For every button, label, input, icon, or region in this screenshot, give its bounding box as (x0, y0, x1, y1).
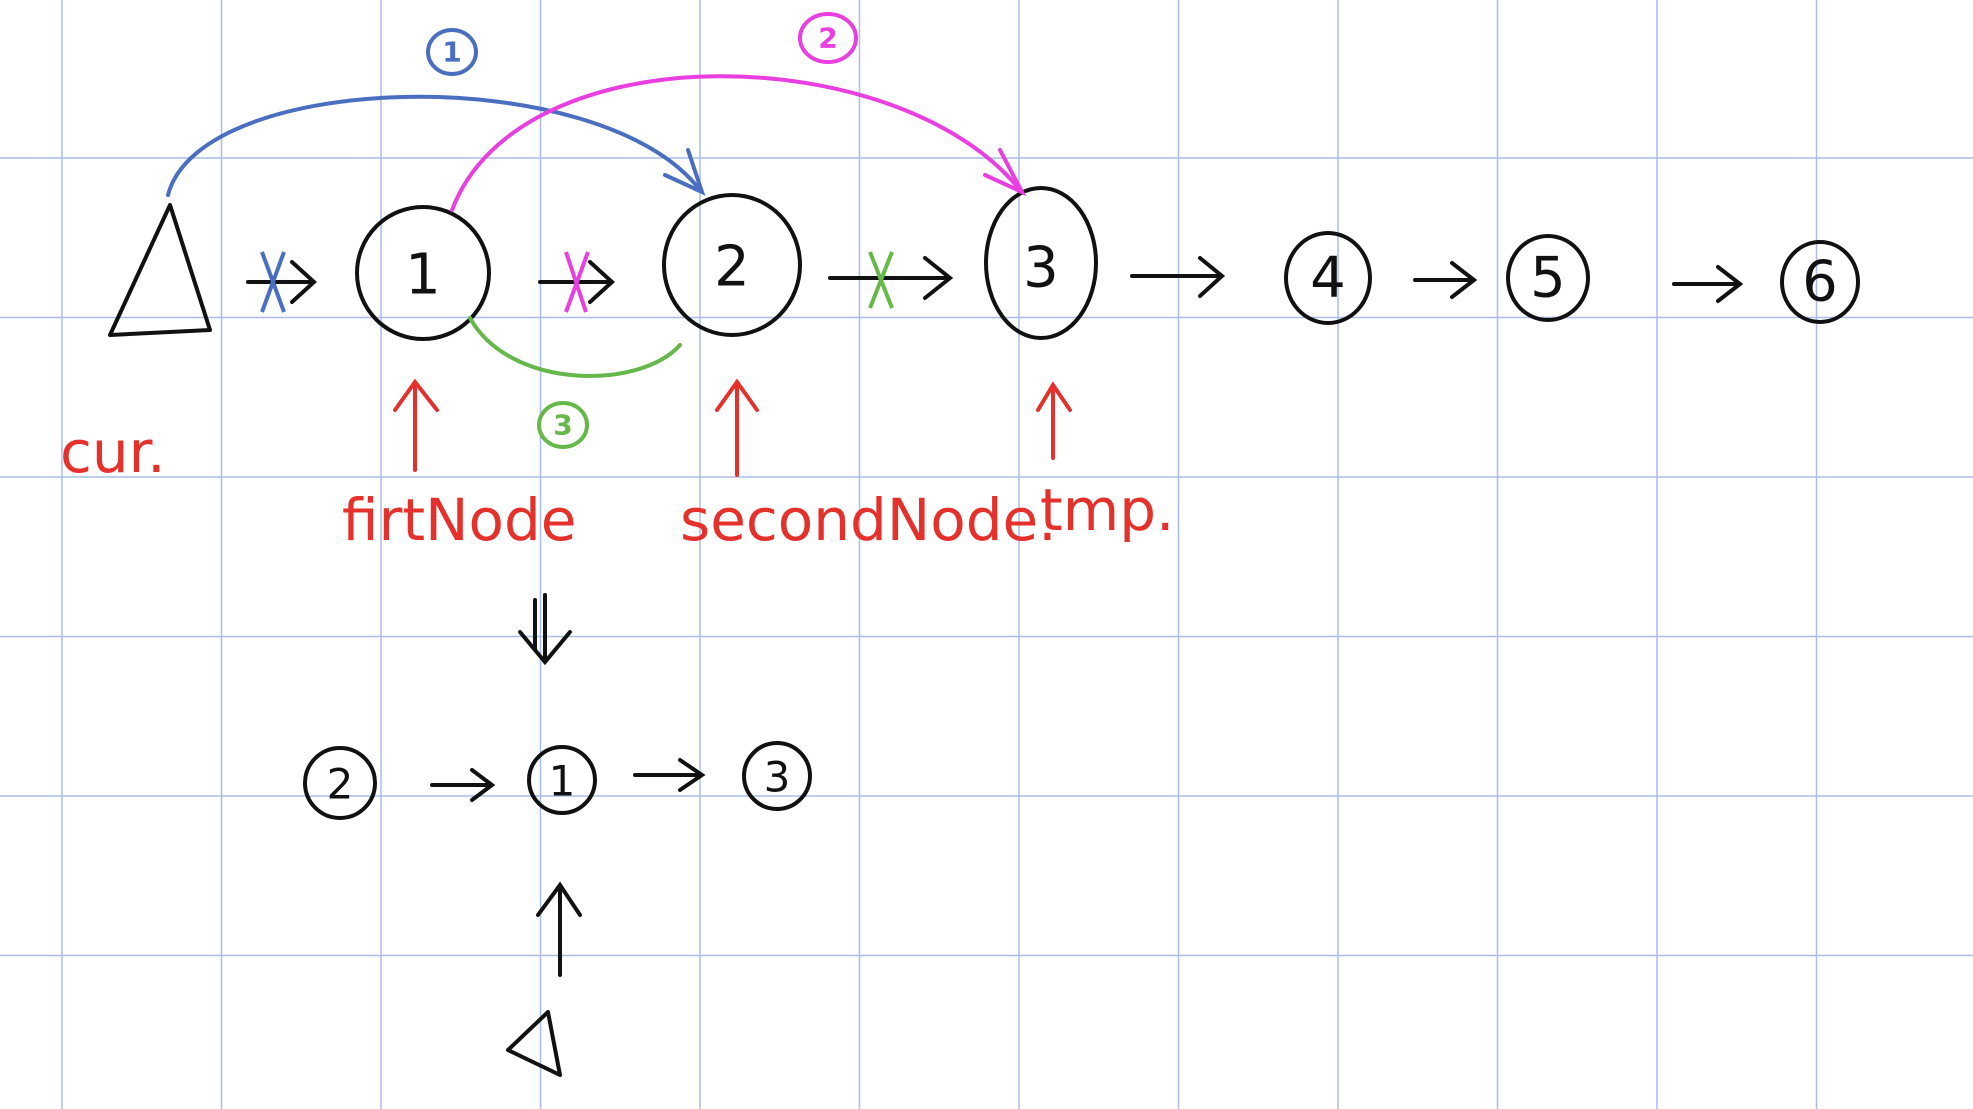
svg-text:2: 2 (818, 22, 837, 55)
result-node-2: 2 (303, 746, 377, 820)
label-second-node: secondNode. (680, 486, 1057, 554)
step-2-arrow (450, 74, 1027, 212)
node-1: 1 (355, 205, 491, 341)
pointer-second-arrow (715, 378, 759, 477)
svg-text:6: 6 (1802, 250, 1838, 315)
arrow-5-to-6 (1672, 265, 1744, 303)
svg-text:3: 3 (553, 409, 572, 442)
step-3-arrow (468, 316, 682, 378)
svg-text:2: 2 (714, 235, 750, 300)
step-2-marker: 2 (798, 12, 858, 64)
result-down-arrow (518, 593, 572, 666)
arrow-4-to-5 (1413, 261, 1478, 299)
node-3: 3 (984, 186, 1098, 340)
node-2: 2 (662, 193, 802, 337)
svg-text:4: 4 (1310, 246, 1346, 311)
svg-text:2: 2 (327, 760, 354, 809)
svg-text:3: 3 (764, 753, 791, 802)
label-cur: cur. (60, 418, 166, 486)
node-4: 4 (1284, 231, 1372, 325)
node-6: 6 (1780, 240, 1860, 324)
step-3-marker: 3 (537, 401, 589, 449)
result-arrow-2 (633, 758, 706, 792)
dummy-head-triangle (108, 203, 212, 337)
cross-green (868, 251, 894, 309)
arrow-2-to-3 (828, 256, 954, 300)
svg-text:1: 1 (549, 757, 576, 806)
result-arrow-1 (430, 768, 496, 802)
pointer-arrows (393, 378, 1072, 477)
list-arrows (246, 256, 1744, 304)
cross-blue (260, 251, 286, 313)
cross-magenta (564, 251, 590, 313)
svg-text:1: 1 (405, 243, 441, 308)
label-tmp: tmp. (1040, 476, 1175, 544)
step-1-marker: 1 (426, 28, 478, 76)
step-1-arrow (166, 94, 706, 197)
svg-text:5: 5 (1530, 246, 1566, 311)
svg-text:1: 1 (442, 36, 461, 69)
pointer-tmp-arrow (1036, 381, 1072, 460)
label-first-node: firtNode (342, 486, 577, 554)
node-5: 5 (1506, 234, 1590, 322)
svg-text:3: 3 (1023, 236, 1059, 301)
arrow-3-to-4 (1130, 256, 1226, 298)
result-up-arrow (536, 881, 582, 977)
pointer-first-arrow (393, 378, 439, 472)
result-node-3: 3 (742, 741, 812, 811)
arrow-head-to-1 (246, 260, 317, 304)
result-head-triangle (506, 1010, 562, 1077)
result-node-1: 1 (527, 745, 597, 815)
